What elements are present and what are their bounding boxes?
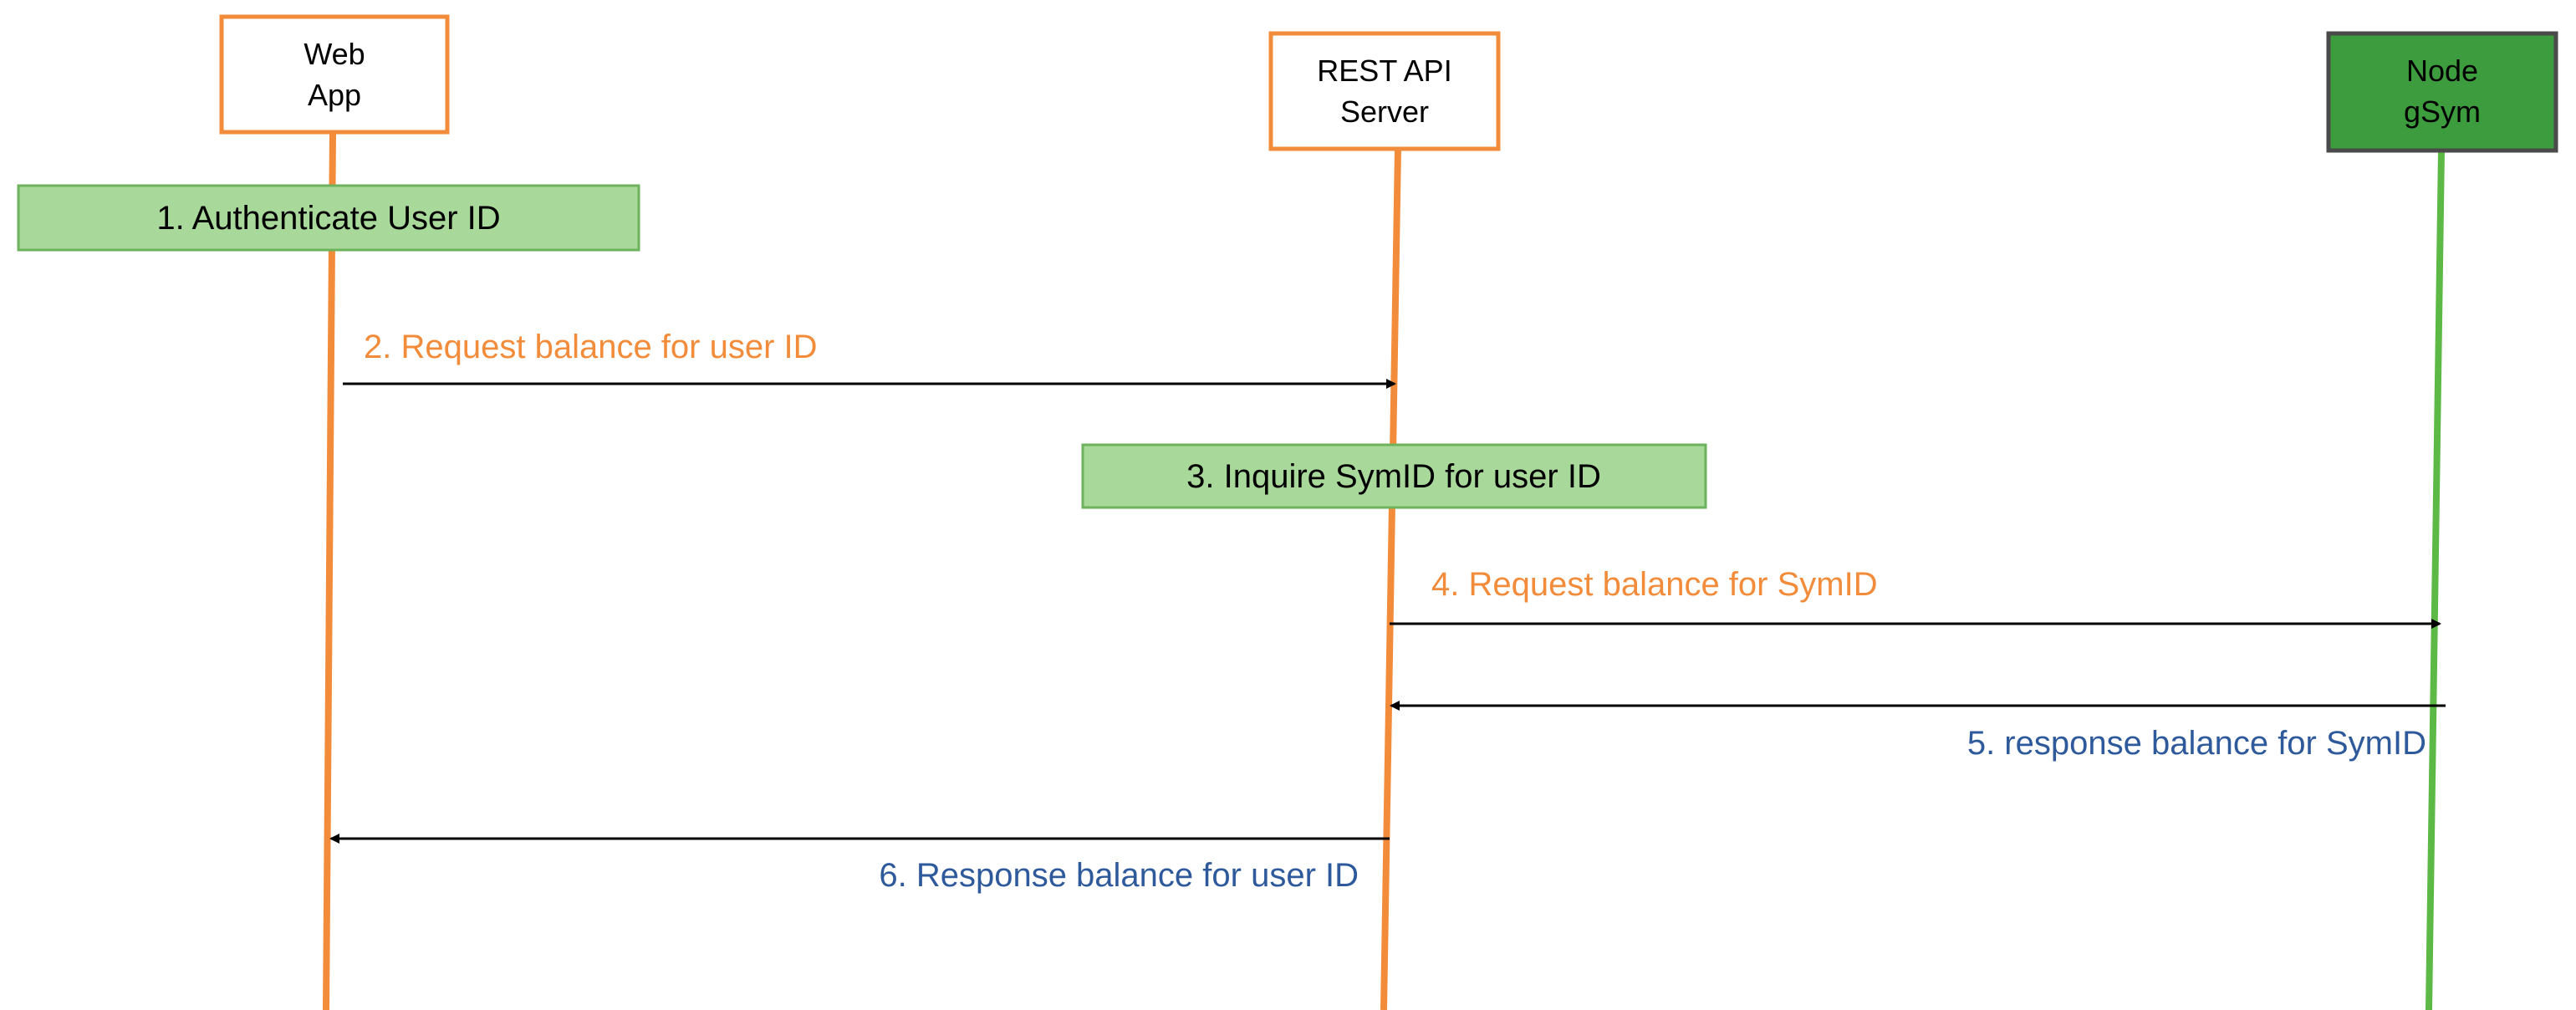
participant-node-gsym-line2: gSym [2404,94,2481,129]
step-6-label: 6. Response balance for user ID [879,857,1359,894]
participant-web-app-line2: App [308,78,361,112]
step-5-label: 5. response balance for SymID [1967,725,2426,762]
rest-api-lifeline [1380,148,1401,1010]
step-1-label: 1. Authenticate User ID [156,200,500,237]
step-3-inquire-box: 3. Inquire SymID for user ID [1081,443,1707,509]
step-6-message: 6. Response balance for user ID [329,834,1390,894]
step-4-label: 4. Request balance for SymID [1431,566,1878,603]
participant-web-app-line1: Web [304,37,365,71]
step-3-label: 3. Inquire SymID for user ID [1186,458,1601,495]
step-5-message: 5. response balance for SymID [1390,701,2446,762]
step-2-message: 2. Request balance for user ID [343,329,1396,389]
node-gsym-lifeline [2426,150,2445,1010]
participant-node-gsym: Node gSym [2326,31,2558,153]
step-2-label: 2. Request balance for user ID [364,329,818,365]
participant-rest-api-server: REST API Server [1268,31,1501,151]
participant-rest-api-line2: Server [1340,94,1429,129]
participant-web-app: Web App [219,14,450,135]
participant-rest-api-line1: REST API [1317,54,1451,88]
participant-node-gsym-line1: Node [2406,54,2478,88]
step-4-message: 4. Request balance for SymID [1390,566,2441,629]
step-1-authenticate-box: 1. Authenticate User ID [17,184,640,252]
web-app-lifeline [323,131,336,1010]
